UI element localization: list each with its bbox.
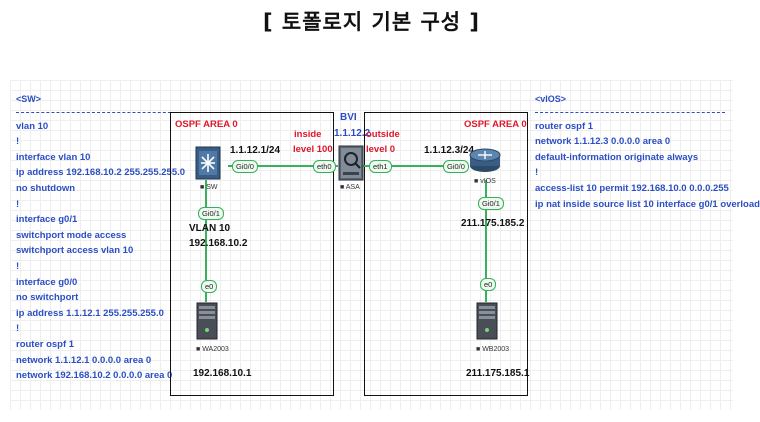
config-line: !: [16, 198, 20, 210]
wa-ip-label: 192.168.10.1: [193, 368, 252, 379]
page-title: [ 토폴로지 기본 구성 ]: [263, 10, 480, 34]
config-line: ip address 1.1.12.1 255.255.255.0: [16, 307, 164, 319]
vios-config-panel: <vIOS> router ospf 1 network 1.1.12.3 0.…: [535, 92, 760, 212]
port-wa-e0: e0: [201, 280, 218, 293]
bvi-ip-label: 1.1.12.2: [334, 128, 371, 139]
config-line: router ospf 1: [16, 338, 75, 350]
inside-label: inside: [294, 129, 322, 140]
wa-device-label: ■ WA2003: [196, 346, 229, 353]
bvi-label: BVI: [340, 112, 357, 123]
config-line: no shutdown: [16, 182, 76, 194]
router-icon[interactable]: [468, 146, 502, 179]
config-line: interface vlan 10: [16, 151, 91, 163]
port-vios-gi00: Gi0/0: [443, 160, 469, 173]
vlan-ip-label: 192.168.10.2: [189, 238, 248, 249]
left-ospf-area-box: [170, 112, 334, 396]
switch-icon[interactable]: [195, 146, 221, 185]
config-line: network 1.1.12.3 0.0.0.0 area 0: [535, 136, 671, 148]
config-line: router ospf 1: [535, 120, 594, 132]
vios-ip-label: 1.1.12.3/24: [424, 145, 475, 156]
sw-config-header: <SW>: [16, 94, 42, 104]
config-line: vlan 10: [16, 120, 49, 132]
config-line: interface g0/0: [16, 276, 78, 288]
port-asa-eth0: eth0: [313, 160, 336, 173]
server-icon[interactable]: [196, 302, 218, 345]
port-wb-e0: e0: [480, 278, 497, 291]
sw-ip-label: 1.1.12.1/24: [230, 145, 281, 156]
config-line: switchport access vlan 10: [16, 245, 134, 257]
wb-device-name: WB2003: [482, 346, 510, 353]
vios-config-header: <vIOS>: [535, 94, 567, 104]
port-sw-gi01: Gi0/1: [198, 207, 224, 220]
config-line: ip nat inside source list 10 interface g…: [535, 198, 760, 210]
config-line: no switchport: [16, 292, 79, 304]
outside-label: outside: [366, 129, 400, 140]
right-ospf-area-box: [364, 112, 528, 396]
config-line: !: [16, 260, 20, 272]
sw-device-label: ■ SW: [200, 184, 218, 191]
link-lines: [205, 165, 487, 302]
config-line: !: [16, 323, 20, 335]
config-line: access-list 10 permit 192.168.10.0 0.0.0…: [535, 182, 729, 194]
vios-config-separator: [535, 111, 725, 113]
sw-device-name: SW: [206, 184, 218, 191]
sw-config-panel: <SW> vlan 10 ! interface vlan 10 ip addr…: [16, 92, 185, 384]
wa-device-name: WA2003: [202, 346, 229, 353]
config-line: ip address 192.168.10.2 255.255.255.0: [16, 167, 186, 179]
inside-level-label: level 100: [293, 144, 333, 155]
config-line: !: [16, 136, 20, 148]
config-line: interface g0/1: [16, 214, 78, 226]
config-line: network 1.1.12.1 0.0.0.0 area 0: [16, 354, 152, 366]
vios-device-label: ■ vIOS: [474, 178, 496, 185]
port-vios-gi01: Gi0/1: [478, 197, 504, 210]
vios-device-name: vIOS: [480, 178, 496, 185]
port-asa-eth1: eth1: [369, 160, 392, 173]
wb-ip-label: 211.175.185.1: [466, 368, 530, 379]
server-icon[interactable]: [476, 302, 498, 345]
config-line: network 192.168.10.2 0.0.0.0 area 0: [16, 370, 173, 382]
config-line: switchport mode access: [16, 229, 127, 241]
left-area-label: OSPF AREA 0: [175, 119, 238, 130]
outside-level-label: level 0: [366, 144, 396, 155]
vlan-label: VLAN 10: [189, 223, 231, 234]
right-area-label: OSPF AREA 0: [464, 119, 527, 130]
firewall-icon[interactable]: [338, 145, 364, 186]
g01-ip-label: 211.175.185.2: [461, 218, 525, 229]
port-sw-gi00: Gi0/0: [232, 160, 258, 173]
asa-device-name: ASA: [345, 184, 360, 191]
topology-canvas: [10, 80, 733, 410]
wb-device-label: ■ WB2003: [476, 346, 510, 353]
sw-config-separator: [16, 111, 181, 113]
config-line: default-information originate always: [535, 151, 699, 163]
asa-device-label: ■ ASA: [340, 184, 360, 191]
config-line: !: [535, 167, 539, 179]
